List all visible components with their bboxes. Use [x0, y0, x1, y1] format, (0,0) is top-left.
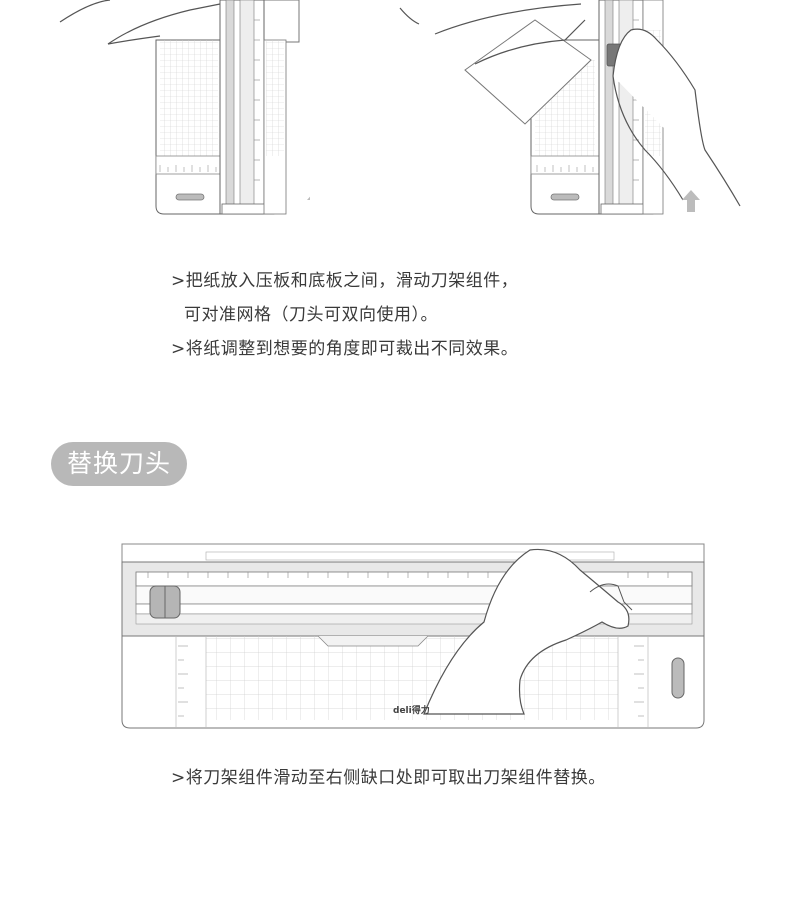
instruction-line-3: >将纸调整到想要的角度即可裁出不同效果。: [171, 339, 519, 359]
brand-logo: deli得力: [393, 706, 430, 716]
up-arrow-icon: [307, 196, 310, 200]
replace-instruction: >将刀架组件滑动至右侧缺口处即可取出刀架组件替换。: [171, 768, 606, 788]
instruction-line-1: >把纸放入压板和底板之间，滑动刀架组件，: [171, 271, 519, 291]
trimmer-replace-illustration: [121, 543, 705, 729]
trimmer-illustration-left: [59, 0, 310, 215]
instruction-line-2: 可对准网格（刀头可双向使用）。: [184, 305, 438, 325]
section-title-badge: 替换刀头: [51, 442, 187, 486]
trimmer-illustration-right: [399, 0, 741, 215]
up-arrow-icon: [682, 190, 700, 212]
